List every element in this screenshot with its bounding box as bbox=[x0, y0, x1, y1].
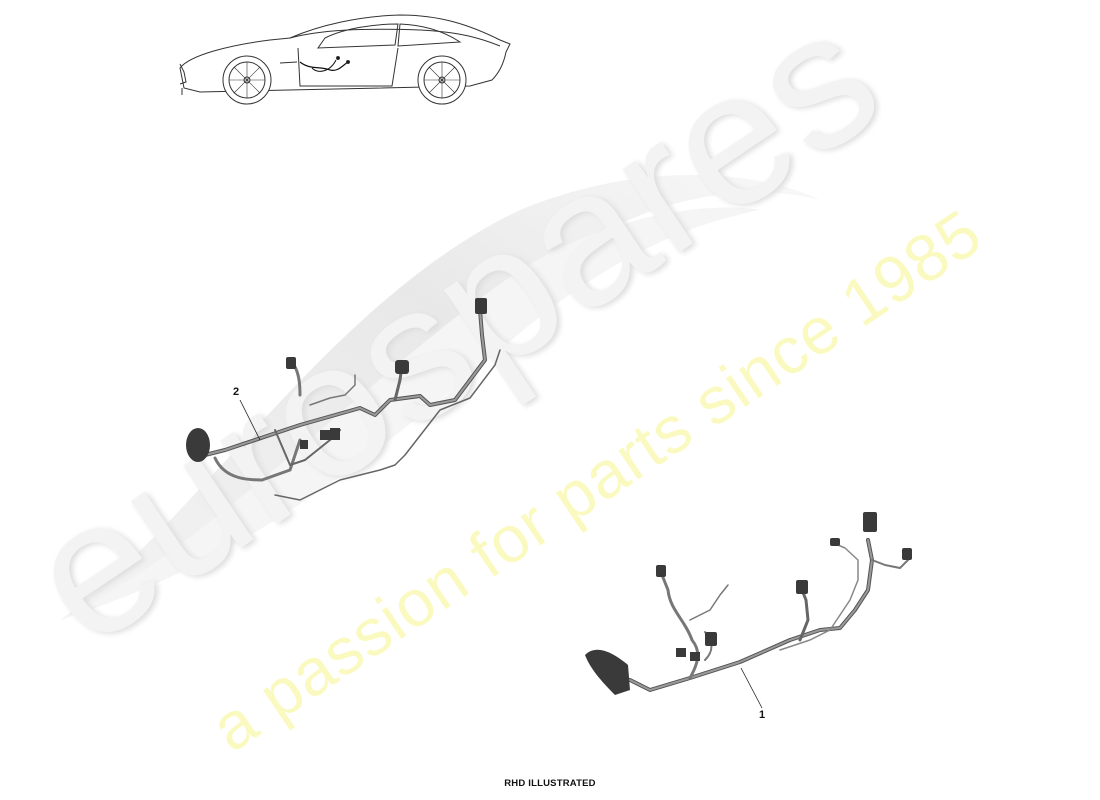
callout-number-1: 1 bbox=[759, 709, 766, 721]
callout-number-2: 2 bbox=[233, 386, 240, 398]
footer-note: RHD ILLUSTRATED bbox=[504, 778, 596, 789]
